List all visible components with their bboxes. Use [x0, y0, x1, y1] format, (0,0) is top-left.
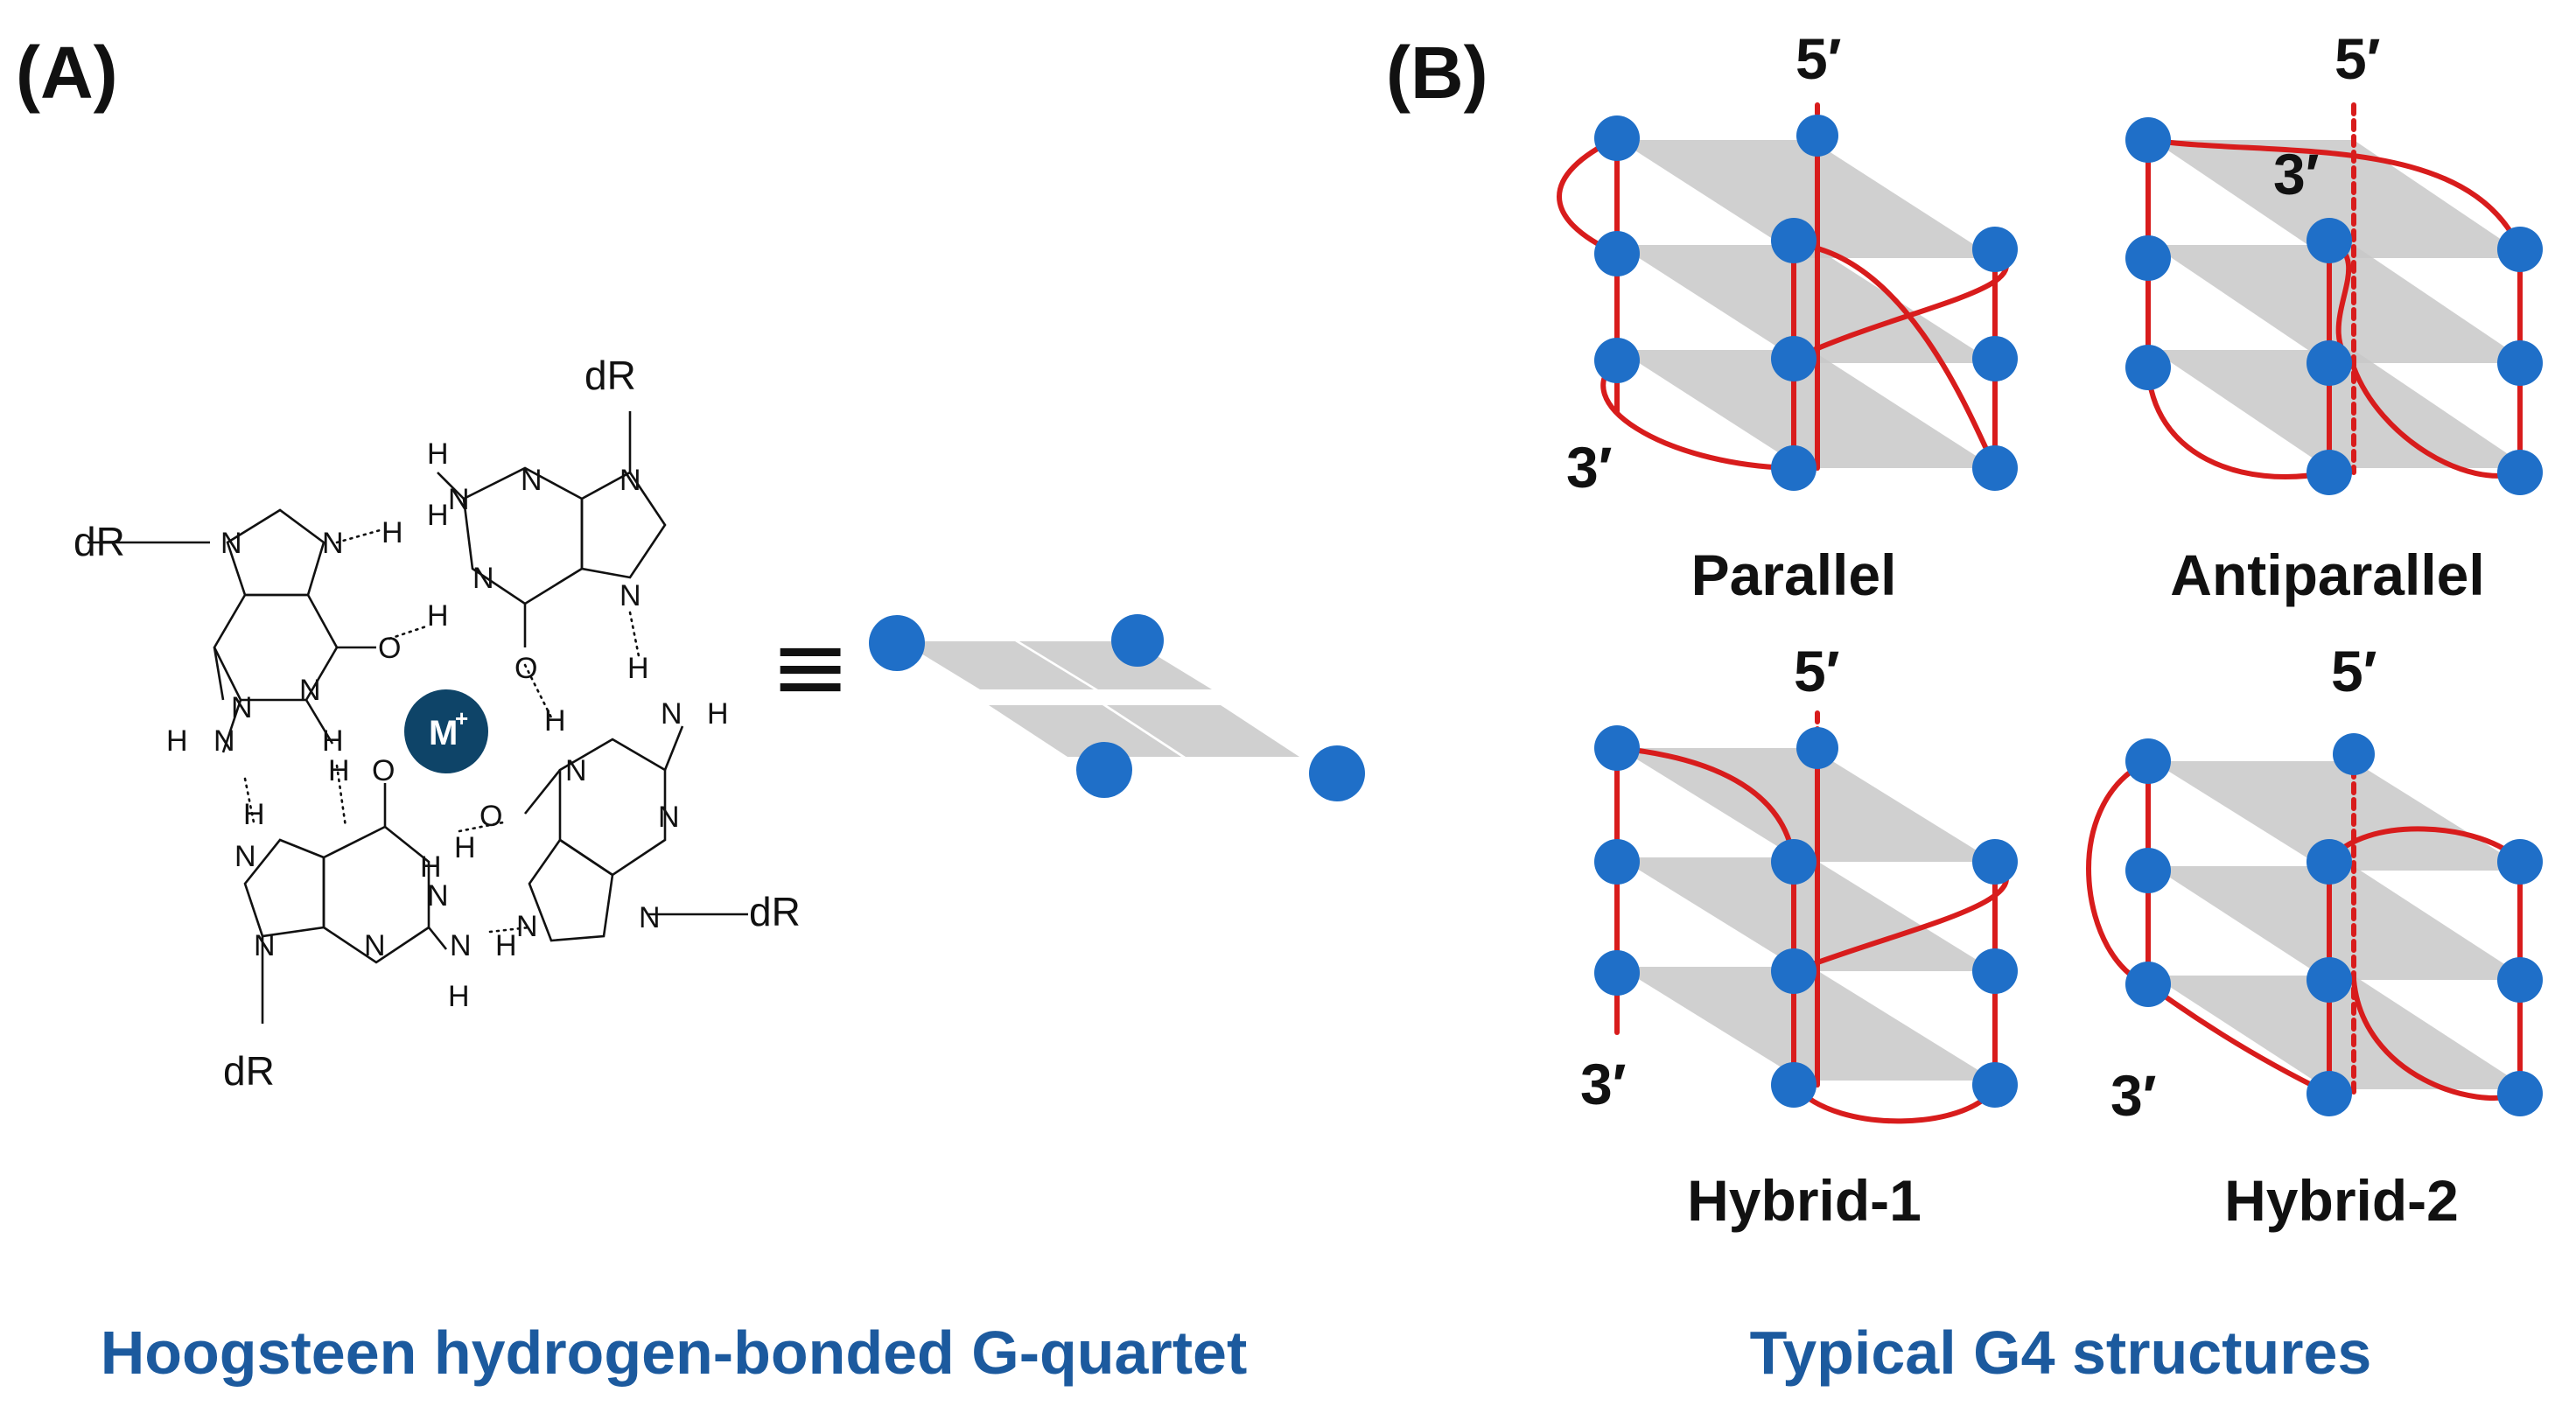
- panel-a-label: (A): [16, 31, 118, 114]
- atom-n: N: [322, 527, 344, 560]
- atom-n: N: [234, 840, 256, 873]
- atom-n: N: [427, 879, 449, 913]
- atom-n: N: [448, 483, 470, 516]
- atom-h: H: [707, 697, 729, 731]
- atom-n: N: [516, 910, 538, 943]
- atom-n: N: [220, 527, 242, 560]
- five-prime-label: 5′: [2334, 26, 2381, 91]
- atom-n: N: [620, 579, 641, 612]
- g-quartet-chemical-structure: [88, 411, 748, 1024]
- five-prime-label: 5′: [2331, 639, 2377, 703]
- atom-n: N: [661, 697, 682, 731]
- atom-labels: N N H H H N N N N N O H O H N H H N N O …: [166, 437, 729, 1013]
- guanine-node: [1309, 745, 1365, 801]
- panel-b-caption: Typical G4 structures: [1750, 1319, 2372, 1387]
- atom-n: N: [214, 724, 235, 758]
- quartet-plate: [989, 705, 1181, 757]
- g4-hybrid-1: [1594, 710, 2018, 1124]
- atom-o: O: [372, 754, 395, 787]
- topology-label: Antiparallel: [2170, 542, 2484, 607]
- atom-n: N: [231, 691, 253, 724]
- guanine-4-imidazole: [243, 838, 326, 938]
- three-prime-label: 3′: [1566, 435, 1613, 500]
- topology-label: Hybrid-1: [1687, 1168, 1922, 1233]
- g4-antiparallel: [2125, 102, 2543, 495]
- atom-n: N: [620, 464, 641, 497]
- guanine-1-imidazole: [226, 508, 326, 597]
- atom-h: H: [448, 980, 470, 1013]
- atom-h: H: [322, 724, 344, 758]
- topology-label: Parallel: [1691, 542, 1897, 607]
- atom-h: H: [382, 516, 403, 549]
- atom-h: H: [420, 850, 442, 884]
- quartet-plates: [1619, 140, 1995, 468]
- five-prime-label: 5′: [1794, 639, 1840, 703]
- guanine-node: [1111, 614, 1164, 667]
- panel-b-label: (B): [1386, 31, 1488, 114]
- metal-ion-symbol: M: [429, 714, 458, 752]
- dr-label-bottom: dR: [223, 1048, 275, 1094]
- atom-h: H: [328, 754, 350, 787]
- atom-h: H: [627, 652, 649, 685]
- atom-n: N: [254, 929, 276, 962]
- atom-n: N: [472, 562, 494, 595]
- atom-o: O: [378, 632, 401, 665]
- atom-h: H: [544, 704, 566, 738]
- guanine-node: [869, 615, 925, 671]
- three-prime-label: 3′: [2273, 142, 2320, 206]
- dr-label-left: dR: [74, 519, 125, 564]
- atom-n: N: [450, 929, 472, 962]
- guanine-3-imidazole: [528, 838, 614, 942]
- g-quartet-schematic: [869, 614, 1365, 801]
- five-prime-label: 5′: [1796, 26, 1842, 91]
- topology-label: Hybrid-2: [2224, 1168, 2459, 1233]
- g4-parallel: [1557, 102, 2018, 491]
- atom-n: N: [521, 464, 542, 497]
- atom-h: H: [243, 798, 265, 831]
- guanine-node: [1076, 742, 1132, 798]
- quartet-plate: [1107, 705, 1299, 757]
- metal-ion: M +: [404, 689, 488, 773]
- g4-hybrid-2: [2086, 733, 2543, 1116]
- quartet-plates: [2152, 761, 2529, 1089]
- quartet-plate: [1019, 641, 1212, 689]
- atom-h: H: [427, 437, 449, 471]
- atom-h: H: [454, 831, 476, 864]
- guanine-nodes: [1594, 115, 2018, 491]
- atom-n: N: [639, 901, 661, 934]
- quartet-plate: [901, 641, 1094, 689]
- guanine-nodes: [2125, 733, 2543, 1116]
- atom-h: H: [166, 724, 188, 758]
- three-prime-label: 3′: [2110, 1063, 2157, 1128]
- atom-o: O: [480, 800, 502, 833]
- atom-h: H: [427, 499, 449, 532]
- atom-n: N: [565, 754, 587, 787]
- panel-a-caption: Hoogsteen hydrogen-bonded G-quartet: [101, 1319, 1248, 1387]
- atom-h: H: [495, 929, 517, 962]
- dr-label-right: dR: [749, 889, 801, 934]
- metal-ion-disc: [404, 689, 488, 773]
- atom-h: H: [427, 599, 449, 633]
- guanine-2-imidazole: [580, 471, 667, 579]
- dr-label-top: dR: [584, 353, 636, 398]
- guanine-nodes: [1594, 725, 2018, 1108]
- atom-n: N: [299, 674, 321, 707]
- atom-o: O: [514, 652, 537, 685]
- atom-n: N: [364, 929, 386, 962]
- quartet-plates: [1619, 748, 1995, 1081]
- equivalence-symbol: ≡: [770, 611, 850, 723]
- atom-n: N: [658, 801, 680, 834]
- metal-ion-charge: +: [455, 705, 468, 731]
- three-prime-label: 3′: [1580, 1052, 1627, 1116]
- guanine-nodes: [2125, 117, 2543, 495]
